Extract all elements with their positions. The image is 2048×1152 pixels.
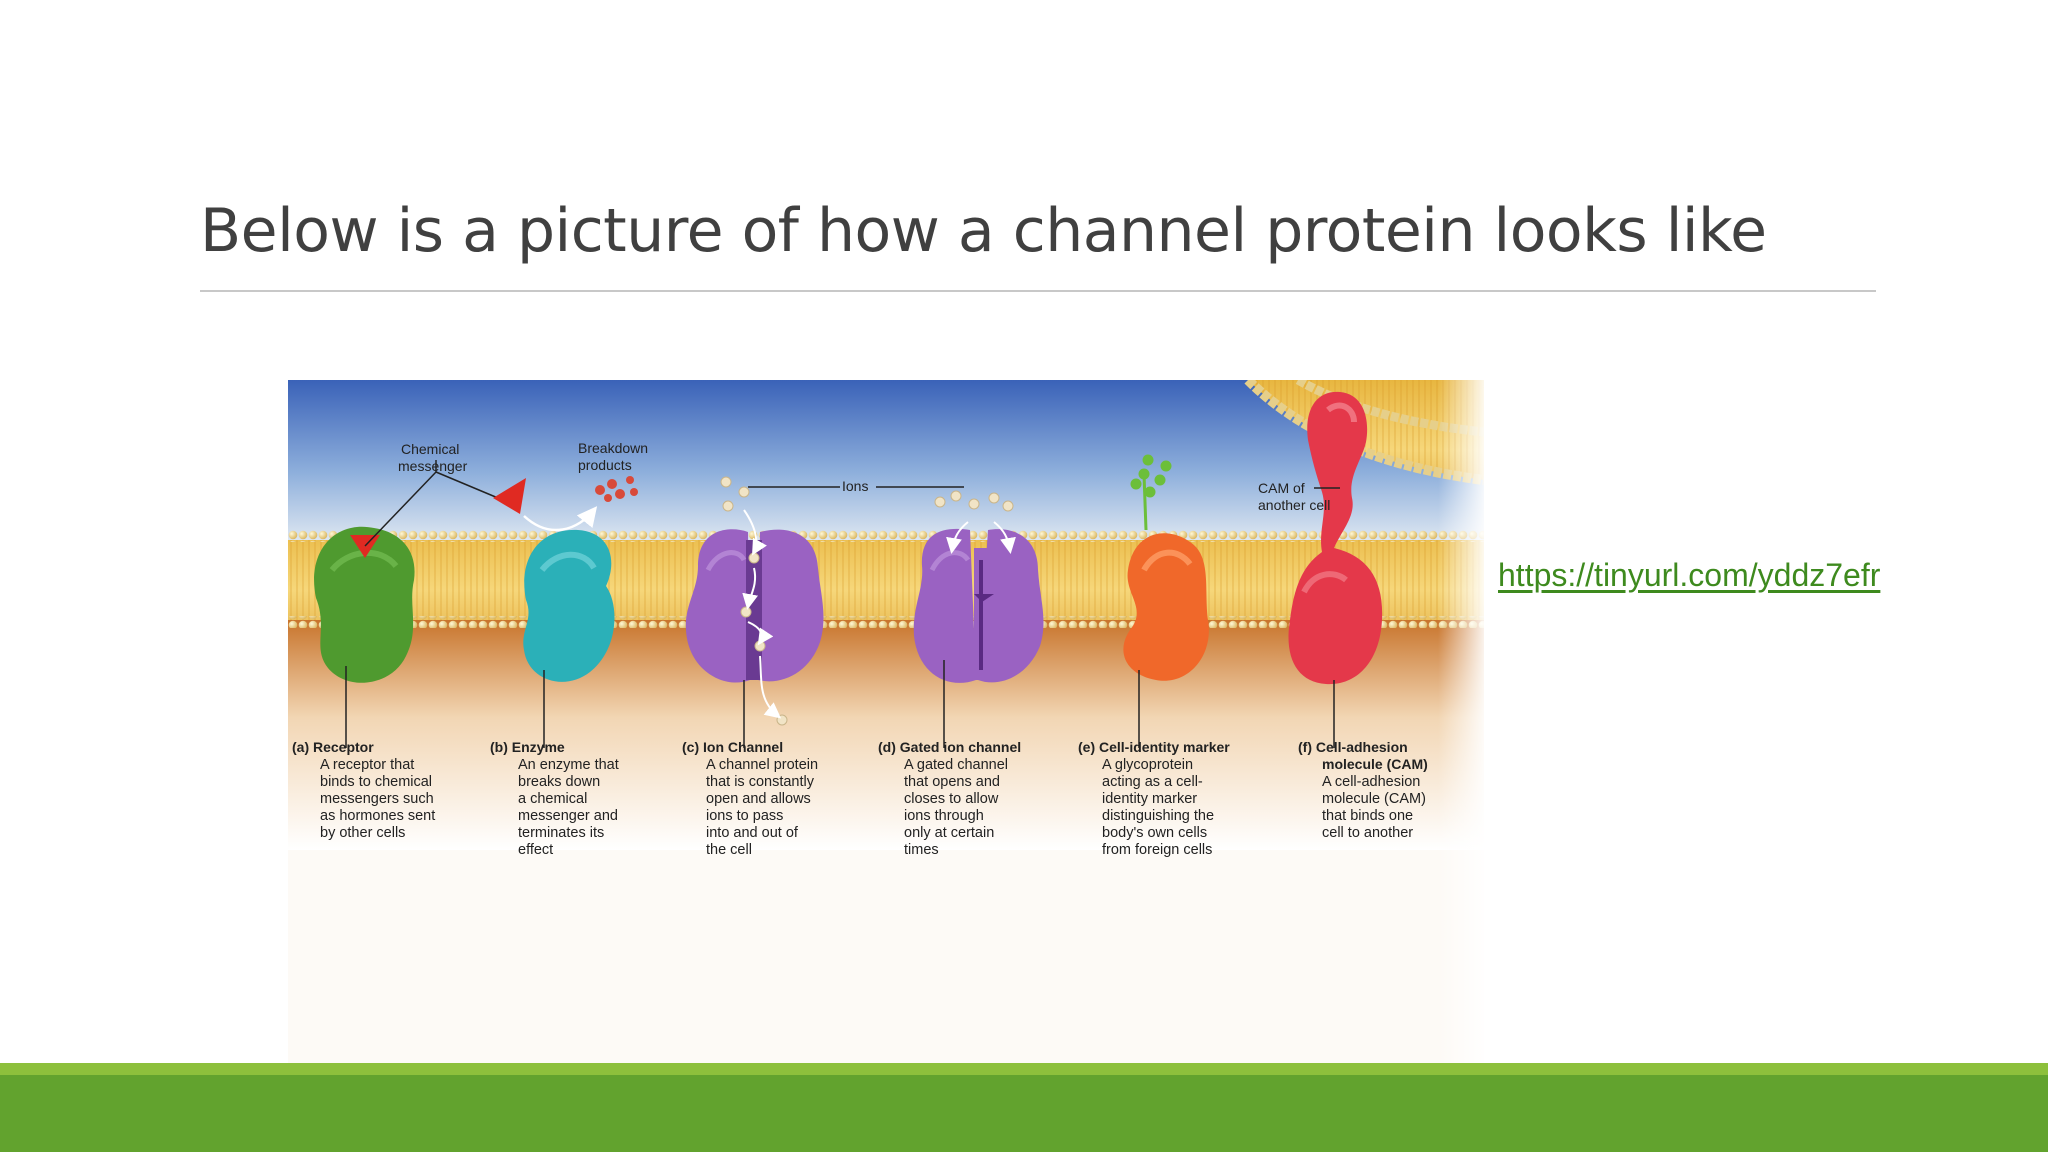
caption-cell-identity-marker-line-3: identity marker [1102, 791, 1197, 807]
receptor-protein [314, 460, 526, 683]
cell-adhesion-molecule [1288, 391, 1383, 685]
phospholipid-heads-top [288, 530, 1484, 542]
enzyme-protein [523, 476, 638, 682]
footer-bar [0, 1075, 2048, 1152]
caption-enzyme: (b) Enzyme An enzyme that breaks down a … [490, 739, 619, 858]
chemical-messenger-icon [493, 478, 526, 514]
caption-ion-channel-line-3: open and allows [706, 791, 811, 807]
caption-receptor-line-4: as hormones sent [320, 808, 435, 824]
caption-ion-channel-line-1: A channel protein [706, 757, 818, 773]
caption-enzyme-label: (b) Enzyme [490, 739, 565, 755]
caption-receptor-line-1: A receptor that [320, 757, 414, 773]
caption-gated-ion-channel-line-3: closes to allow [904, 791, 999, 807]
caption-enzyme-line-5: terminates its [518, 825, 604, 841]
caption-ion-channel-line-6: the cell [706, 842, 752, 858]
glycoprotein-chain-icon [1130, 454, 1172, 531]
cytoplasm-region [288, 610, 1484, 850]
caption-enzyme-line-1: An enzyme that [518, 757, 619, 773]
caption-cell-identity-marker: (e) Cell-identity marker A glycoprotein … [1078, 739, 1230, 858]
gated-ion-channel-protein [913, 490, 1044, 683]
callout-cam-of-another-cell-1: CAM of [1258, 480, 1305, 496]
callout-chemical-messenger-1: Chemical [401, 441, 459, 457]
lipid-bilayer [288, 540, 1484, 620]
breakdown-products-icon [595, 476, 638, 502]
caption-cell-identity-marker-label: (e) Cell-identity marker [1078, 739, 1230, 755]
cell-identity-marker-protein [1123, 454, 1209, 681]
callout-cam-of-another-cell-2: another cell [1258, 497, 1330, 513]
callout-chemical-messenger-2: messenger [398, 458, 468, 474]
slide-title: Below is a picture of how a channel prot… [200, 196, 1767, 266]
ion-particles-gated [934, 490, 1014, 512]
source-link[interactable]: https://tinyurl.com/yddz7efr [1498, 557, 1881, 593]
caption-cam-line-4: cell to another [1322, 825, 1413, 841]
caption-receptor-line-5: by other cells [320, 825, 405, 841]
caption-gated-ion-channel-line-2: that opens and [904, 774, 1000, 790]
caption-gated-ion-channel: (d) Gated ion channel A gated channel th… [878, 739, 1021, 858]
caption-cam-line-2: molecule (CAM) [1322, 791, 1426, 807]
footer-accent-stripe [0, 1063, 2048, 1075]
caption-enzyme-line-2: breaks down [518, 774, 600, 790]
caption-cell-identity-marker-line-5: body's own cells [1102, 825, 1207, 841]
caption-cell-adhesion-molecule: (f) Cell-adhesion molecule (CAM) A cell-… [1298, 739, 1428, 841]
ion-channel-protein [685, 476, 824, 726]
caption-enzyme-line-4: messenger and [518, 808, 618, 824]
caption-cam-label-2: molecule (CAM) [1322, 756, 1428, 772]
caption-cam-line-3: that binds one [1322, 808, 1413, 824]
caption-ion-channel-label: (c) Ion Channel [682, 739, 783, 755]
callout-breakdown-products-2: products [578, 457, 632, 473]
caption-gated-ion-channel-line-6: times [904, 842, 939, 858]
caption-enzyme-line-3: a chemical [518, 791, 587, 807]
caption-cell-identity-marker-line-2: acting as a cell- [1102, 774, 1203, 790]
caption-receptor-line-2: binds to chemical [320, 774, 432, 790]
caption-cell-identity-marker-line-4: distinguishing the [1102, 808, 1214, 824]
caption-receptor-label: (a) Receptor [292, 739, 374, 755]
caption-enzyme-line-6: effect [518, 842, 553, 858]
ion-particles-channel [720, 476, 788, 726]
caption-cam-line-1: A cell-adhesion [1322, 774, 1420, 790]
caption-cam-label-1: (f) Cell-adhesion [1298, 739, 1408, 755]
caption-gated-ion-channel-label: (d) Gated ion channel [878, 739, 1021, 755]
caption-ion-channel-line-2: that is constantly [706, 774, 815, 790]
callout-ions: Ions [842, 478, 868, 494]
caption-cell-identity-marker-line-1: A glycoprotein [1102, 757, 1193, 773]
caption-ion-channel-line-4: ions to pass [706, 808, 783, 824]
caption-ion-channel-line-5: into and out of [706, 825, 799, 841]
caption-receptor-line-3: messengers such [320, 791, 434, 807]
caption-gated-ion-channel-line-5: only at certain [904, 825, 994, 841]
title-divider [200, 290, 1876, 292]
caption-gated-ion-channel-line-1: A gated channel [904, 757, 1008, 773]
caption-receptor: (a) Receptor A receptor that binds to ch… [292, 739, 435, 841]
caption-cell-identity-marker-line-6: from foreign cells [1102, 842, 1212, 858]
callout-breakdown-products-1: Breakdown [578, 440, 648, 456]
caption-ion-channel: (c) Ion Channel A channel protein that i… [682, 739, 818, 858]
caption-leader-lines [345, 660, 1335, 748]
membrane-proteins-figure: Chemical messenger Breakdown products Io… [288, 380, 1484, 1066]
caption-gated-ion-channel-line-4: ions through [904, 808, 984, 824]
